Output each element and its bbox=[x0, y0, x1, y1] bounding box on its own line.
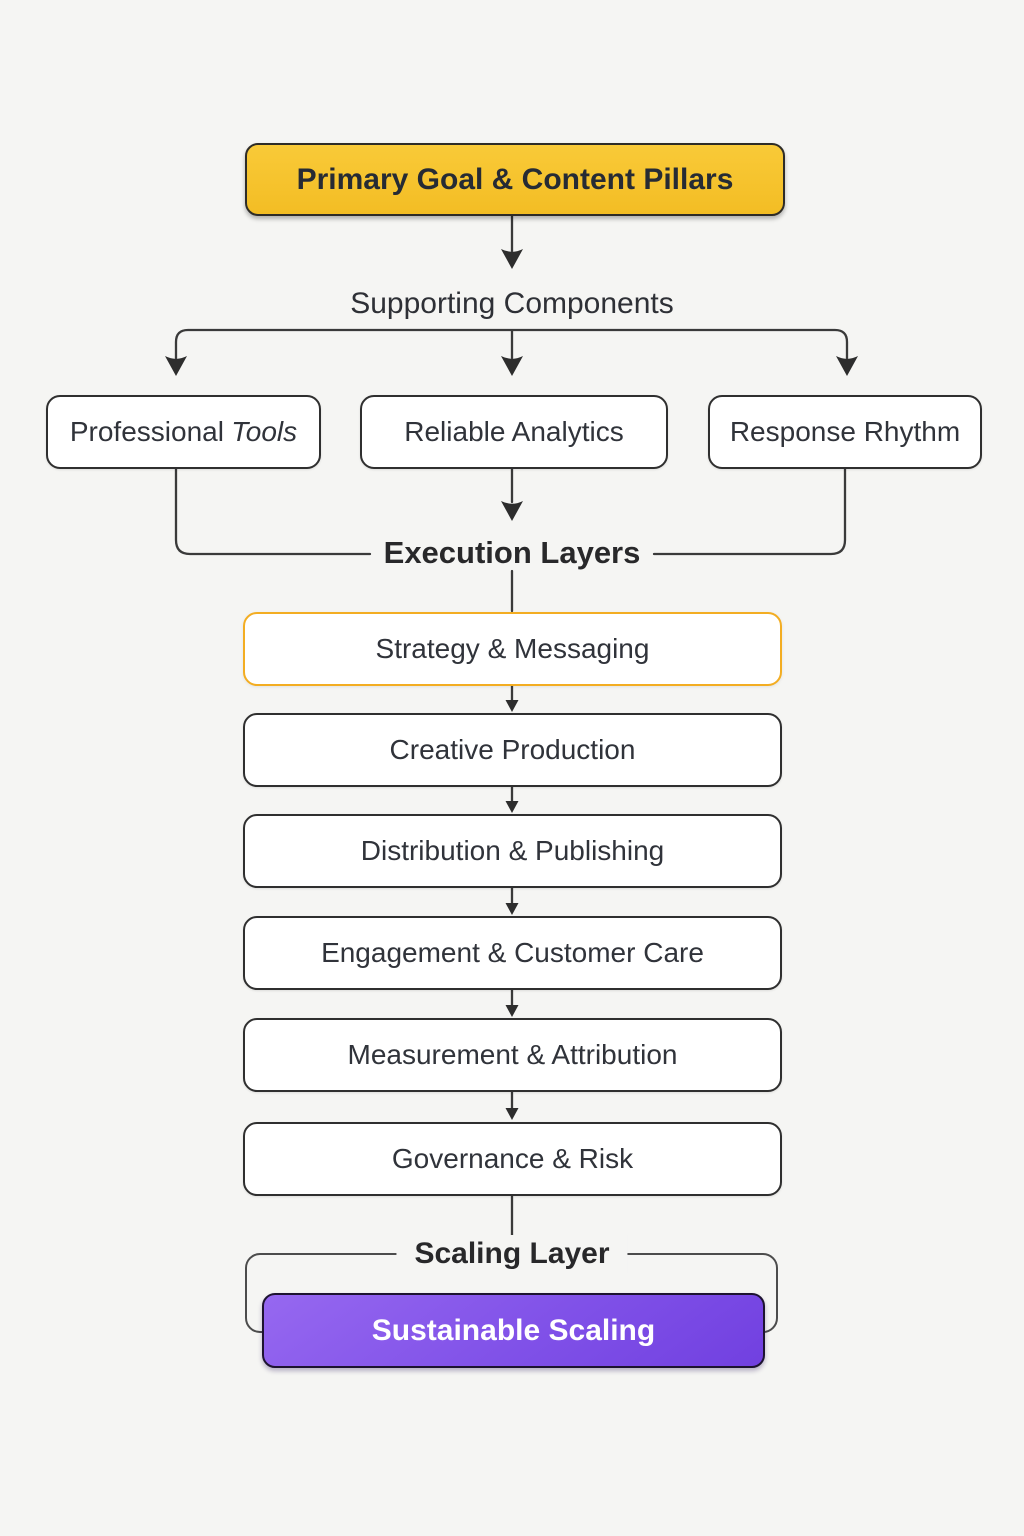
primary-goal-node: Primary Goal & Content Pillars bbox=[245, 143, 785, 216]
reliable-analytics-node: Reliable Analytics bbox=[360, 395, 668, 469]
layer-node-strategy-messaging: Strategy & Messaging bbox=[243, 612, 782, 686]
conn-rhythm-to-execution bbox=[652, 464, 847, 556]
arrowhead-icon bbox=[505, 700, 519, 712]
professional-tools-label: Professional bbox=[69, 416, 224, 447]
arrowheads bbox=[165, 249, 858, 1120]
layer-node-measurement-attribution: Measurement & Attribution bbox=[243, 1018, 782, 1092]
execution-layers-title: Execution Layers bbox=[383, 535, 641, 570]
supporting-components-title: Supporting Components bbox=[350, 287, 674, 320]
arrowhead-icon bbox=[505, 1005, 519, 1017]
layer-node-governance-risk: Governance & Risk bbox=[243, 1122, 782, 1196]
arrowhead-icon bbox=[501, 356, 523, 376]
scaling-layer-title: Scaling Layer bbox=[396, 1235, 628, 1273]
arrowhead-icon bbox=[505, 1108, 519, 1120]
sustainable-scaling-node: Sustainable Scaling bbox=[262, 1293, 765, 1368]
response-rhythm-node: Response Rhythm bbox=[708, 395, 982, 469]
professional-tools-label-italic: Tools bbox=[231, 416, 298, 447]
arrowhead-icon bbox=[505, 801, 519, 813]
arrowhead-icon bbox=[165, 356, 187, 376]
conn-tools-to-execution bbox=[174, 464, 372, 556]
layer-node-engagement-customer-care: Engagement & Customer Care bbox=[243, 916, 782, 990]
arrowhead-icon bbox=[501, 501, 523, 521]
branch-supporting bbox=[174, 328, 849, 360]
arrowhead-icon bbox=[505, 903, 519, 915]
layer-node-creative-production: Creative Production bbox=[243, 713, 782, 787]
arrowhead-icon bbox=[501, 249, 523, 269]
arrowhead-icon bbox=[836, 356, 858, 376]
layer-node-distribution-publishing: Distribution & Publishing bbox=[243, 814, 782, 888]
